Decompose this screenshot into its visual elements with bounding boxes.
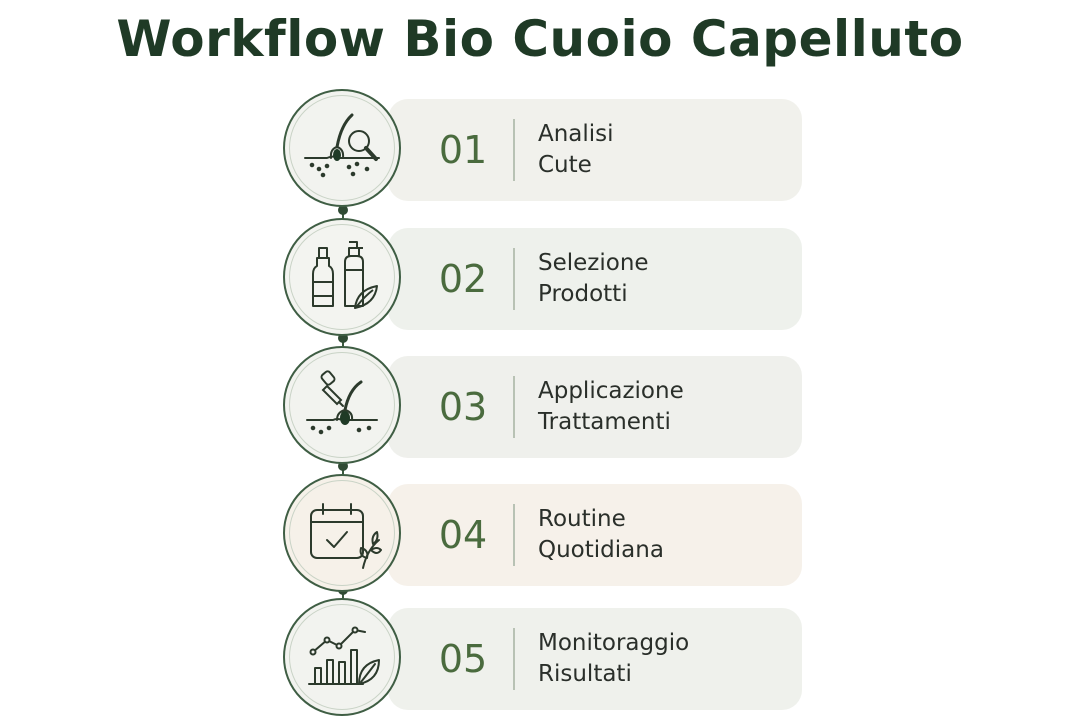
- step-label-line1: Monitoraggio: [538, 630, 690, 656]
- step-label-line2: Cute: [538, 152, 592, 178]
- step-card: [388, 99, 802, 201]
- step-number: 05: [438, 637, 488, 681]
- step-card: [388, 228, 802, 330]
- step-divider: [513, 248, 515, 310]
- step-4: 04 Routine Quotidiana: [283, 474, 803, 592]
- step-number: 03: [438, 385, 488, 429]
- step-icon-circle: [283, 89, 401, 207]
- step-divider: [513, 119, 515, 181]
- connector-dot: [338, 461, 348, 471]
- step-label-line1: Applicazione: [538, 378, 684, 404]
- page-title: Workflow Bio Cuoio Capelluto: [116, 10, 964, 68]
- step-icon-circle: [283, 346, 401, 464]
- step-icon-circle: [283, 218, 401, 336]
- step-icon-circle: [283, 474, 401, 592]
- dropper-hair-icon: [306, 370, 378, 435]
- step-label-line2: Prodotti: [538, 281, 628, 307]
- step-number: 04: [438, 513, 488, 557]
- step-icon-circle: [283, 598, 401, 716]
- step-label: Applicazione Trattamenti: [538, 356, 684, 458]
- step-card: [388, 608, 802, 710]
- step-label: Monitoraggio Risultati: [538, 608, 689, 710]
- step-1: 01 Analisi Cute: [283, 89, 803, 207]
- step-label-line2: Risultati: [538, 661, 632, 687]
- step-divider: [513, 628, 515, 690]
- step-5: 05 Monitoraggio Risultati: [283, 598, 803, 716]
- step-number: 02: [438, 257, 488, 301]
- step-label: Selezione Prodotti: [538, 228, 649, 330]
- step-label: Analisi Cute: [538, 99, 614, 201]
- step-label-line1: Selezione: [538, 250, 649, 276]
- step-label-line2: Quotidiana: [538, 537, 664, 563]
- step-2: 02 Selezione Prodotti: [283, 218, 803, 336]
- step-divider: [513, 504, 515, 566]
- calendar-check-icon: [310, 503, 382, 569]
- bottles-leaf-icon: [312, 241, 378, 309]
- step-card: [388, 356, 802, 458]
- step-3: 03 Applicazione Trattamenti: [283, 346, 803, 464]
- step-label-line2: Trattamenti: [538, 409, 671, 435]
- connector-dot: [338, 205, 348, 215]
- step-label-line1: Analisi: [538, 121, 614, 147]
- chart-leaf-icon: [308, 626, 380, 685]
- step-card: [388, 484, 802, 586]
- step-label: Routine Quotidiana: [538, 484, 664, 586]
- step-number: 01: [438, 128, 488, 172]
- step-label-line1: Routine: [538, 506, 626, 532]
- connector-dot: [338, 333, 348, 343]
- step-divider: [513, 376, 515, 438]
- scalp-magnifier-icon: [304, 113, 380, 178]
